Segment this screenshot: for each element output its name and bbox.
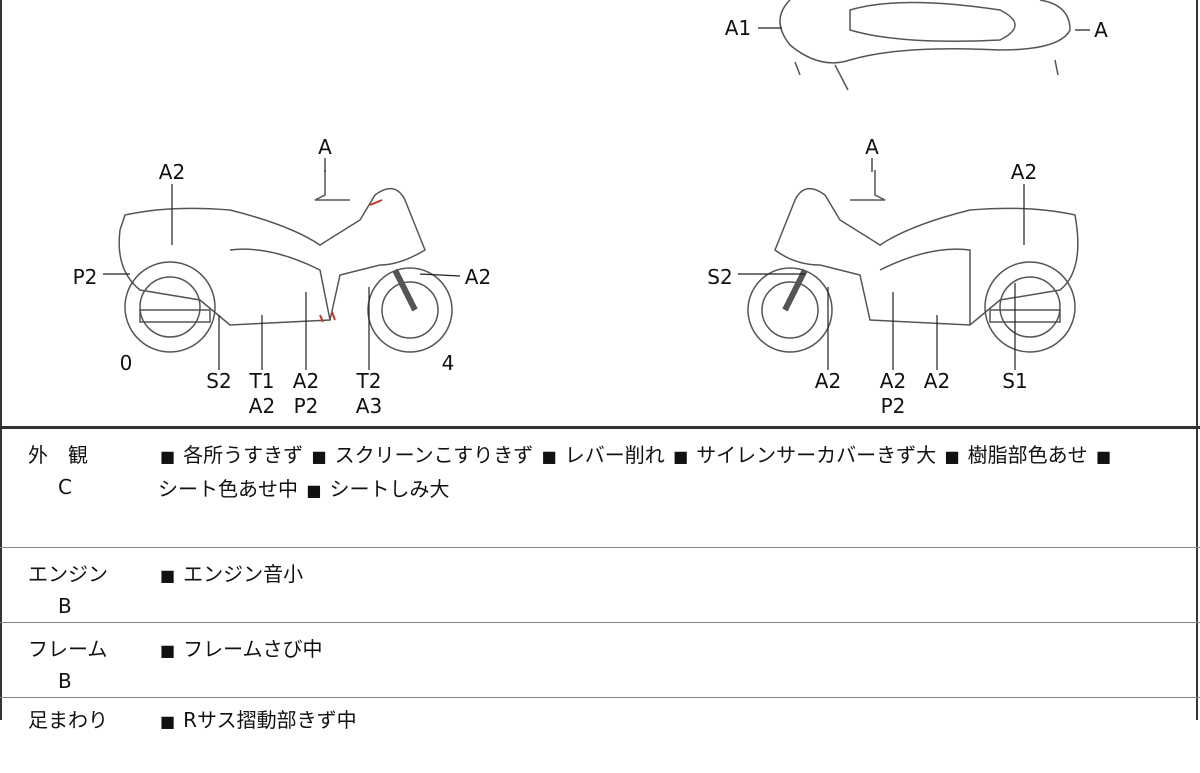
leader-lines [103, 27, 1090, 370]
right-label: A [865, 135, 879, 159]
grade: B [58, 594, 72, 618]
condition-row-suspension: 足まわり ■Rサス摺動部きず中 [0, 698, 1200, 773]
condition-items: ■エンジン音小 [160, 562, 304, 586]
category-label: 外 観 [28, 443, 88, 467]
condition-item: エンジン音小 [183, 562, 304, 586]
left-view-motorcycle [118, 170, 453, 353]
left-label: T2 [356, 369, 382, 393]
top-view-motorcycle [779, 0, 1071, 91]
motorcycle-diagram [103, 0, 1090, 370]
right-view-motorcycle [747, 170, 1079, 353]
grade: B [58, 669, 72, 693]
condition-items: ■Rサス摺動部きず中 [160, 708, 357, 732]
category-label: エンジン [28, 562, 108, 586]
condition-row-exterior: 外 観 C ■各所うすきず ■スクリーンこすりきず ■レバー削れ ■サイレンサー… [0, 429, 1200, 548]
left-label: A2 [248, 394, 276, 418]
category-label: フレーム [28, 637, 108, 661]
condition-item: 各所うすきず [183, 443, 304, 467]
condition-item: Rサス摺動部きず中 [183, 708, 357, 732]
right-label: S1 [1002, 369, 1028, 393]
left-label: A2 [292, 369, 320, 393]
condition-items: ■フレームさび中 [160, 637, 323, 661]
condition-item: スクリーンこすりきず [334, 443, 534, 467]
condition-item: シート色あせ中 [158, 477, 298, 501]
top-label: A1 [724, 16, 752, 40]
right-label: P2 [880, 394, 906, 418]
top-label: A [1094, 18, 1108, 42]
left-label: A2 [158, 160, 186, 184]
right-label: A2 [879, 369, 907, 393]
left-label: 0 [119, 351, 133, 375]
left-label: P2 [72, 265, 98, 289]
condition-item: サイレンサーカバーきず大 [696, 443, 937, 467]
condition-item: シートしみ大 [329, 477, 450, 501]
left-label: P2 [293, 394, 319, 418]
right-label: S2 [707, 265, 733, 289]
left-label: S2 [206, 369, 232, 393]
condition-table: 外 観 C ■各所うすきず ■スクリーンこすりきず ■レバー削れ ■サイレンサー… [0, 426, 1200, 773]
condition-row-engine: エンジン B ■エンジン音小 [0, 548, 1200, 623]
right-label: A2 [814, 369, 842, 393]
condition-item: 樹脂部色あせ [967, 443, 1088, 467]
right-label: A2 [1010, 160, 1038, 184]
left-label: A3 [355, 394, 383, 418]
left-label: A [318, 135, 332, 159]
condition-items: ■各所うすきず ■スクリーンこすりきず ■レバー削れ ■サイレンサーカバーきず大… [158, 443, 1112, 501]
left-label: A2 [464, 265, 492, 289]
left-label: T1 [249, 369, 275, 393]
category-label: 足まわり [28, 708, 108, 732]
left-label: 4 [441, 351, 455, 375]
right-label: A2 [923, 369, 951, 393]
condition-row-frame: フレーム B ■フレームさび中 [0, 623, 1200, 698]
condition-item: レバー削れ [564, 443, 665, 467]
grade: C [58, 475, 72, 499]
condition-item: フレームさび中 [183, 637, 323, 661]
sheet-frame [0, 0, 1198, 720]
